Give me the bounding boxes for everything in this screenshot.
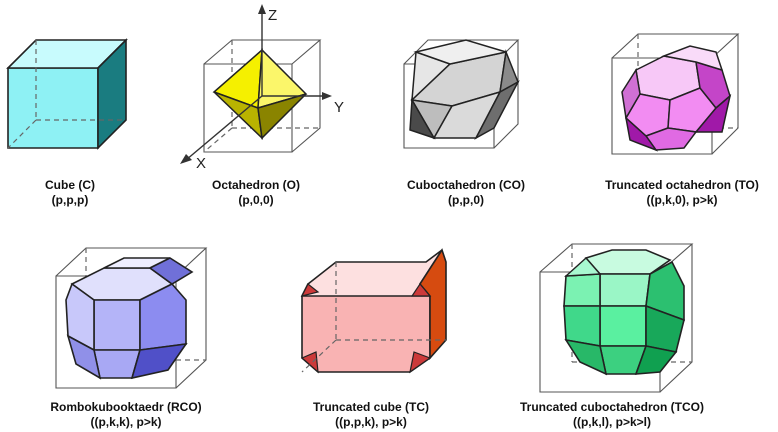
caption-cube-indices: (p,p,p) — [51, 193, 89, 207]
caption-octahedron-indices: (p,0,0) — [238, 193, 274, 207]
caption-octahedron-name: Octahedron (O) — [211, 178, 300, 192]
caption-truncated-cube-indices: ((p,p,k), p>k) — [335, 415, 407, 429]
caption-cuboctahedron-indices: (p,p,0) — [448, 193, 484, 207]
caption-rhombicuboctahedron: Rombokubooktaedr (RCO) ((p,k,k), p>k) — [36, 400, 216, 430]
truncated-cuboctahedron-shape — [539, 243, 694, 393]
caption-truncated-cube-name: Truncated cube (TC) — [312, 400, 429, 414]
caption-truncated-cuboctahedron-indices: ((p,k,l), p>k>l) — [572, 415, 651, 429]
cube-shape — [6, 38, 128, 150]
caption-truncated-octahedron-indices: ((p,k,0), p>k) — [646, 193, 718, 207]
octahedron-shape: Z Y X — [180, 4, 344, 172]
rhombicuboctahedron-shape — [55, 247, 208, 389]
caption-truncated-cube: Truncated cube (TC) ((p,p,k), p>k) — [296, 400, 446, 430]
y-axis-label: Y — [334, 99, 344, 116]
x-axis-label: X — [196, 155, 206, 172]
caption-octahedron: Octahedron (O) (p,0,0) — [196, 178, 316, 208]
caption-cuboctahedron: Cuboctahedron (CO) (p,p,0) — [396, 178, 536, 208]
cuboctahedron-shape — [403, 39, 520, 149]
caption-truncated-octahedron-name: Truncated octahedron (TO) — [605, 178, 759, 192]
caption-rhombicuboctahedron-indices: ((p,k,k), p>k) — [90, 415, 162, 429]
truncated-cube-shape — [300, 248, 447, 374]
caption-cube: Cube (C) (p,p,p) — [20, 178, 120, 208]
caption-truncated-cuboctahedron-name: Truncated cuboctahedron (TCO) — [519, 400, 704, 414]
caption-cube-name: Cube (C) — [45, 178, 95, 192]
caption-truncated-octahedron: Truncated octahedron (TO) ((p,k,0), p>k) — [592, 178, 772, 208]
z-axis-label: Z — [268, 7, 277, 24]
caption-truncated-cuboctahedron: Truncated cuboctahedron (TCO) ((p,k,l), … — [512, 400, 712, 430]
caption-rhombicuboctahedron-name: Rombokubooktaedr (RCO) — [50, 400, 202, 414]
caption-cuboctahedron-name: Cuboctahedron (CO) — [407, 178, 525, 192]
truncated-octahedron-shape — [611, 33, 740, 155]
